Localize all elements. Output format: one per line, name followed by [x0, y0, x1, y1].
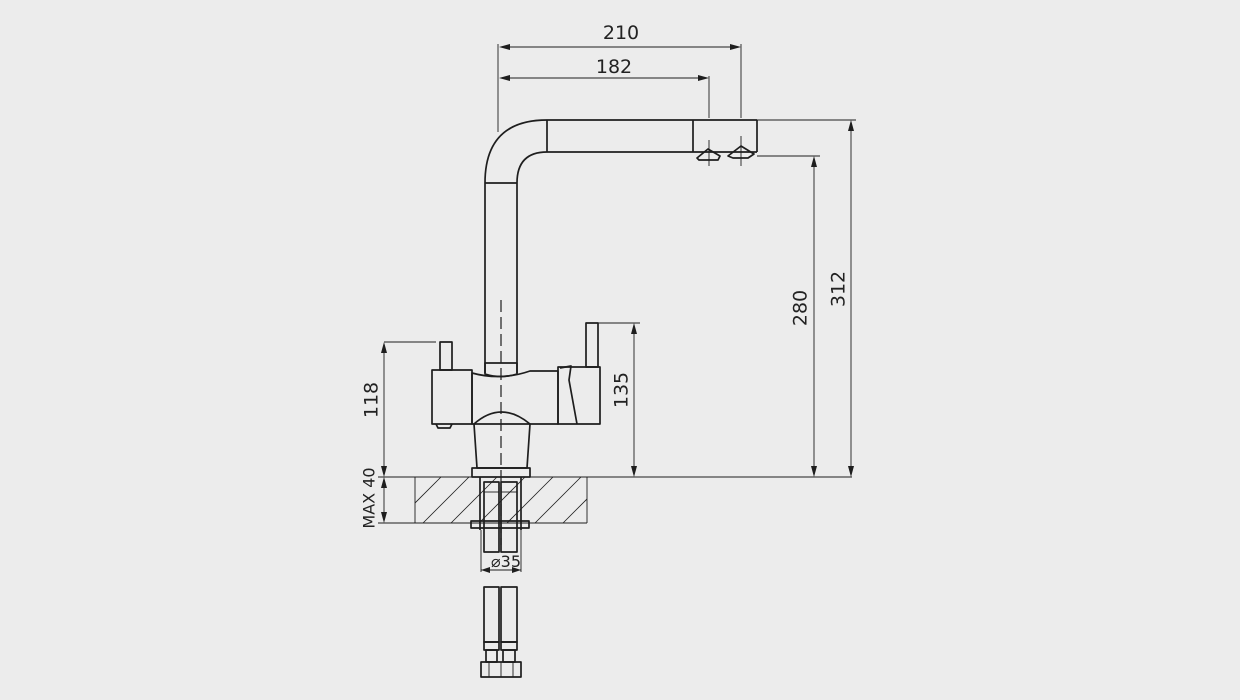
dim-label-diameter-35: ⌀35 [491, 552, 521, 571]
supply-hoses [480, 586, 522, 678]
dim-label-182: 182 [596, 56, 632, 78]
dim-label-280: 280 [790, 290, 812, 326]
dim-label-210: 210 [603, 22, 639, 44]
countertop-hatching [415, 477, 587, 523]
dim-label-max-40: MAX 40 [360, 467, 379, 528]
dim-label-312: 312 [828, 271, 850, 307]
dimension-lines [378, 44, 856, 573]
dim-label-135: 135 [611, 372, 633, 408]
faucet-outline [431, 119, 758, 553]
dim-label-118: 118 [361, 382, 383, 418]
countertop-section [414, 476, 852, 524]
